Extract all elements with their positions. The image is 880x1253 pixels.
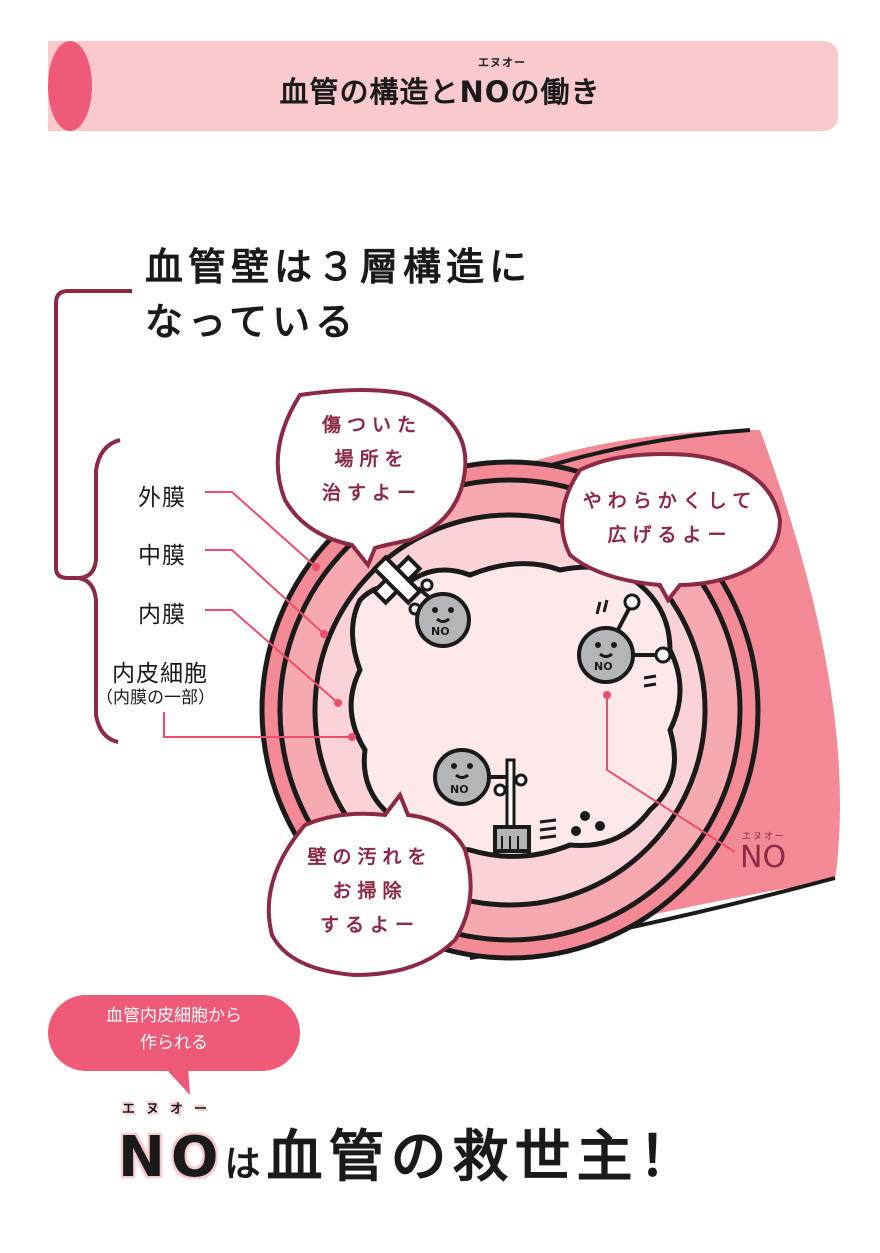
bubble-repair-text: 傷ついた場所を治すよー (321, 414, 422, 504)
pink-speech-bubble (48, 995, 300, 1071)
bubble-repair (275, 388, 468, 569)
repair-cross-icon (371, 554, 423, 606)
label-middle-membrane: 中膜 (138, 543, 186, 569)
label-endothelial-sub: （内膜の一部） (96, 688, 215, 708)
pink-bubble-tail (165, 1068, 190, 1095)
label-inner-membrane: 内膜 (138, 602, 186, 628)
bubble-widen (560, 452, 783, 604)
no-molecule-repair (408, 578, 471, 648)
no-molecule-clean (433, 748, 528, 806)
header-banner (48, 41, 838, 131)
bubble-clean-text: 壁の汚れをお掃除するよー (307, 846, 433, 936)
pink-bubble-text: 血管内皮細胞から 作られる (106, 1006, 242, 1053)
label-endothelial-cells: 内皮細胞 (112, 661, 208, 687)
no-callout-label: NO (740, 840, 787, 875)
headline: 血管壁は３層構造に なっている (145, 240, 532, 350)
no-callout-ruby: エヌオー (742, 832, 787, 842)
bubble-widen-text: やわらかくして広げるよー (582, 490, 758, 546)
molecule-label: NO (431, 625, 450, 638)
bracket-headline (54, 289, 132, 580)
header-tube-cap (48, 41, 92, 131)
bubble-clean (266, 790, 473, 978)
label-outer-membrane: 外膜 (138, 485, 186, 511)
headline-line-2: なっている (145, 300, 359, 344)
brace-layers (77, 438, 121, 744)
header-ruby: エヌオー (478, 56, 526, 69)
no-molecule-widen (577, 593, 672, 688)
molecule-label: NO (450, 783, 469, 796)
headline-line-1: 血管壁は３層構造に (145, 245, 533, 289)
slogan-no: NO (118, 1125, 225, 1190)
slogan-ruby: エヌオー (122, 1102, 219, 1117)
slogan-rest: 血管の救世主！ (266, 1125, 701, 1190)
leader-lines (163, 491, 736, 853)
page-title: 血管の構造とNOの働き (279, 75, 601, 109)
slogan: NOは血管の救世主！ (118, 1112, 701, 1193)
molecule-label: NO (594, 660, 613, 673)
broom-icon (493, 758, 605, 853)
slogan-ha: は (224, 1144, 267, 1185)
